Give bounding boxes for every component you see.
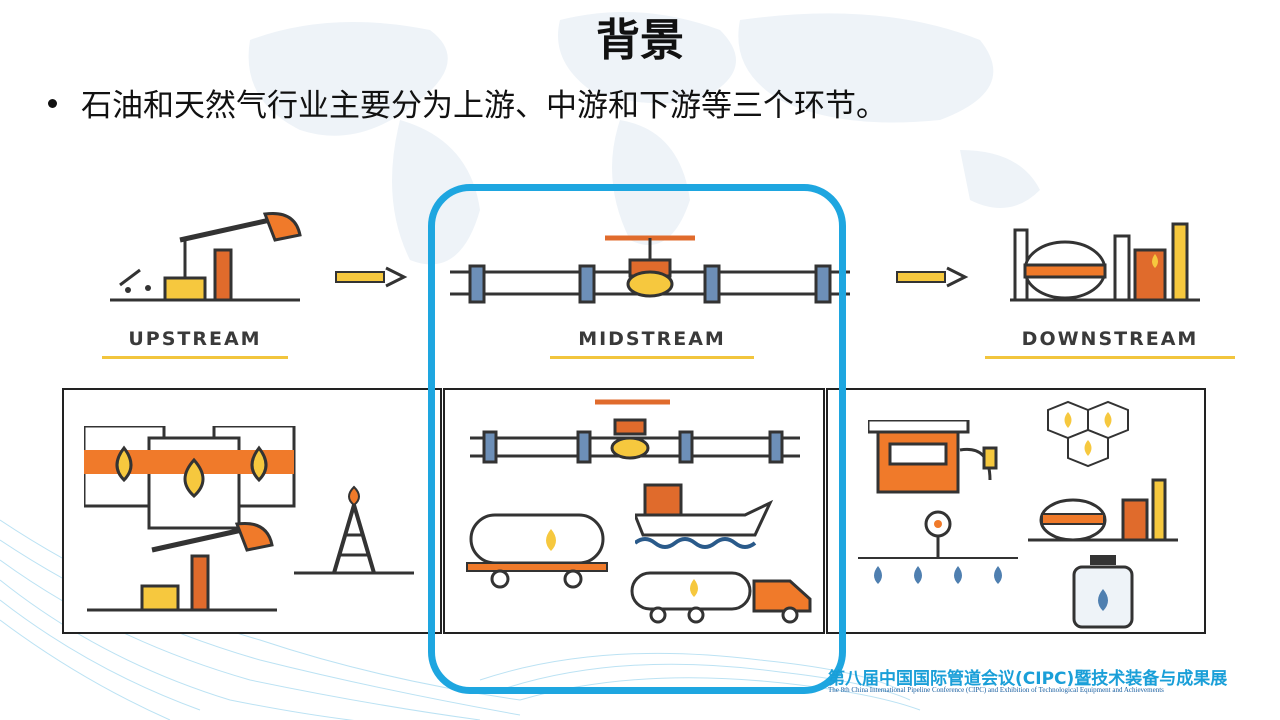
conference-logo-en: The 8th China International Pipeline Con… — [828, 686, 1164, 694]
molecule-icon — [1047, 400, 1129, 468]
conference-logo-cn: 第八届中国国际管道会议(CIPC)暨技术装备与成果展 — [828, 669, 1228, 689]
slide-title: 背景 — [596, 15, 684, 66]
oil-derrick-icon — [294, 485, 414, 575]
upstream-pumpjack-icon — [110, 211, 302, 302]
pipeline-valve-icon — [470, 399, 800, 464]
oil-tanks-icon — [84, 426, 296, 530]
tank-truck-icon — [630, 571, 812, 624]
upstream-label: UPSTREAM — [102, 328, 288, 359]
tanker-wagon-icon — [466, 513, 608, 589]
oil-bottle-icon — [1072, 555, 1134, 629]
downstream-refinery-icon — [1010, 222, 1200, 302]
refinery-icon — [1028, 478, 1178, 542]
arrow-right-icon — [335, 266, 408, 288]
midstream-panel — [443, 388, 825, 634]
bullet-item: 石油和天然气行业主要分为上游、中游和下游等三个环节。 — [48, 80, 887, 125]
bullet-dot — [48, 99, 57, 108]
bullet-text: 石油和天然气行业主要分为上游、中游和下游等三个环节。 — [81, 88, 887, 124]
upstream-panel — [62, 388, 442, 634]
midstream-label: MIDSTREAM — [550, 328, 754, 359]
plant-droplets-icon — [858, 510, 1018, 584]
oil-tanker-ship-icon — [635, 483, 774, 549]
arrow-right-icon — [896, 266, 969, 288]
midstream-highlight-frame — [428, 184, 846, 694]
fuel-pump-icon — [868, 420, 998, 494]
midstream-pipeline-valve-icon — [450, 235, 850, 304]
pumpjack-icon — [87, 521, 277, 612]
downstream-panel — [826, 388, 1206, 634]
downstream-label: DOWNSTREAM — [985, 328, 1235, 359]
